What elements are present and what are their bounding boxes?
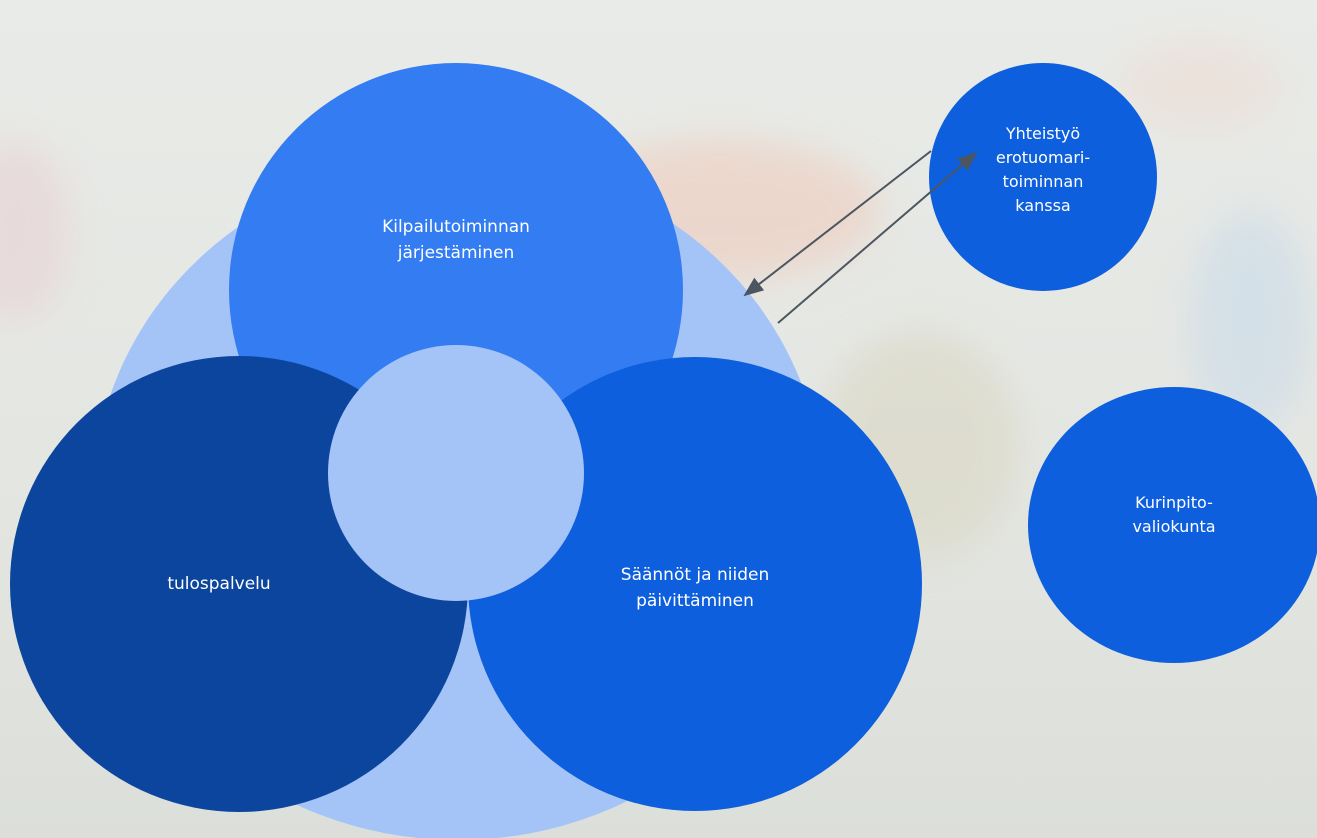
competition-label: Kilpailutoiminnan järjestäminen xyxy=(382,217,530,263)
referee-cooperation-label: Yhteistyö erotuomari- toiminnan kanssa xyxy=(995,124,1091,215)
discipline-committee-circle: Kurinpito- valiokunta xyxy=(1028,387,1317,663)
referee-cooperation-circle: Yhteistyö erotuomari- toiminnan kanssa xyxy=(929,63,1157,291)
discipline-committee-label: Kurinpito- valiokunta xyxy=(1132,493,1216,536)
rules-label: Säännöt ja niiden päivittäminen xyxy=(620,565,770,611)
arrow-to-cooperation xyxy=(777,151,978,324)
background-photo-shape xyxy=(1120,40,1280,130)
results-service-label: tulospalvelu xyxy=(167,574,271,594)
arrow-to-outer xyxy=(743,150,932,297)
center-circle xyxy=(328,345,584,601)
